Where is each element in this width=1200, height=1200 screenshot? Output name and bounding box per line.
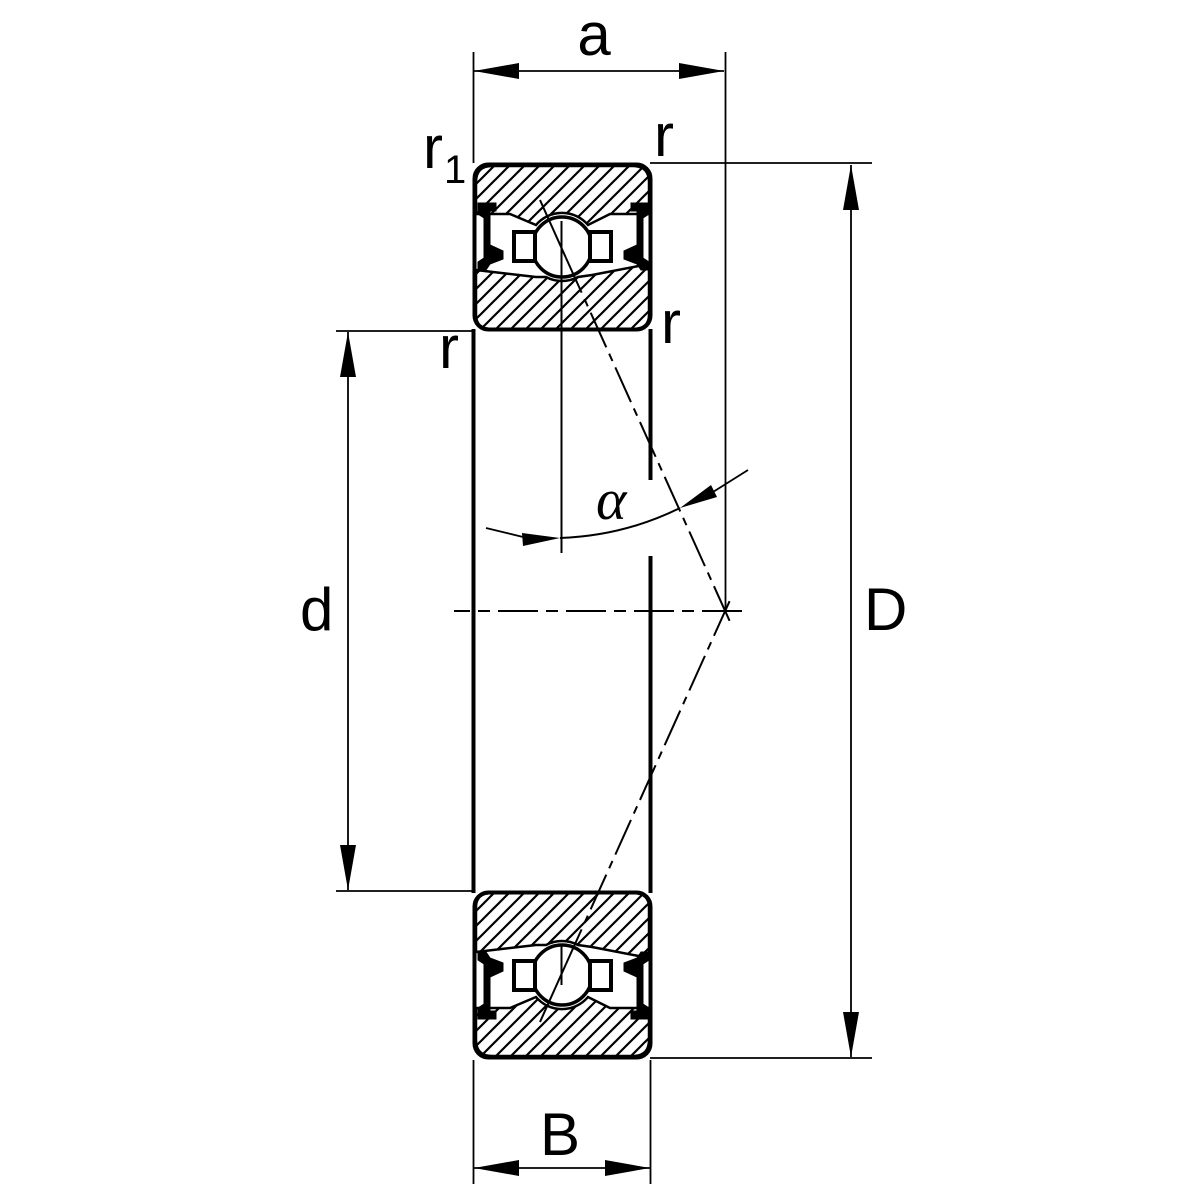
contact-line-top-solid (539, 199, 567, 259)
cage-pocket-left-top (512, 230, 537, 263)
contact-angle-tail-right (712, 469, 749, 493)
label-contact-angle: α (596, 467, 628, 532)
seal-right-top (623, 202, 650, 271)
label-r1-subscript: 1 (444, 148, 466, 192)
cage-pocket-left-bottom (512, 959, 537, 992)
contact-line-bottom-solid (539, 963, 567, 1023)
cage-pocket-right-bottom (588, 959, 613, 992)
dim-D-arrow-top (843, 165, 859, 210)
label-a: a (577, 1, 611, 68)
label-r-top-right: r (654, 102, 674, 169)
seal-right-bottom (623, 951, 650, 1020)
label-r-mid-left: r (439, 314, 459, 381)
contact-line-bottom (565, 597, 732, 965)
contact-angle-arrow-left (522, 533, 560, 546)
seal-left-top (477, 202, 504, 271)
label-B: B (540, 1101, 580, 1168)
label-d: d (300, 576, 333, 643)
dim-a-arrow-left (474, 63, 519, 79)
contact-angle-arrow-right (680, 485, 717, 508)
label-D: D (864, 576, 907, 643)
contact-angle-arc (559, 507, 681, 539)
dim-d-arrow-bottom (340, 845, 356, 890)
contact-line-top (565, 257, 732, 625)
dim-B-arrow-right (605, 1160, 650, 1176)
dim-d-arrow-top (340, 332, 356, 377)
label-r1: r (423, 114, 443, 181)
inner-ring-section-bottom (474, 891, 651, 960)
cage-pocket-right-top (588, 230, 613, 263)
dim-D-arrow-bottom (843, 1012, 859, 1057)
dim-a-arrow-right (679, 63, 724, 79)
label-r-mid-right: r (661, 289, 681, 356)
seal-left-bottom (477, 951, 504, 1020)
contact-angle-tail-left (485, 527, 524, 538)
dim-B-arrow-left (474, 1160, 519, 1176)
